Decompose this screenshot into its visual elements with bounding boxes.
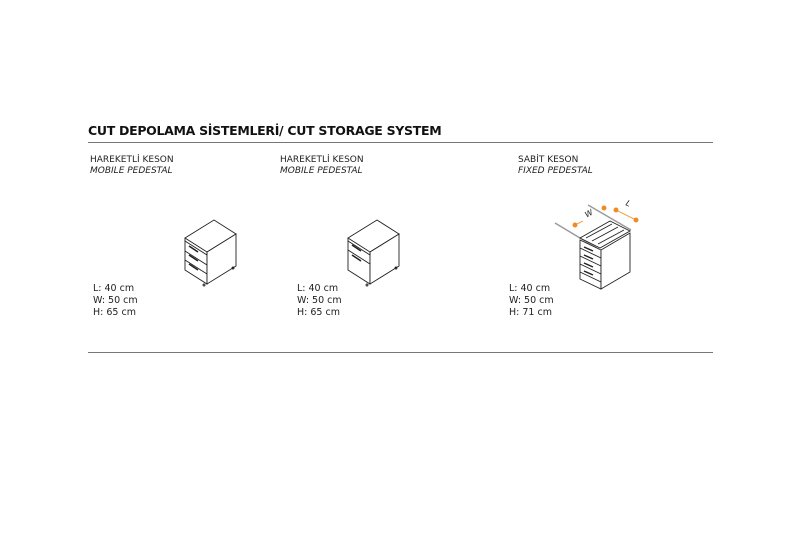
product-name-en: FIXED PEDESTAL — [518, 166, 593, 176]
product-name-en: MOBILE PEDESTAL — [280, 166, 363, 176]
dim-width: W: 50 cm — [509, 295, 554, 306]
dim-height: H: 65 cm — [297, 307, 340, 318]
mobile-pedestal-2-drawer-drawing — [347, 219, 400, 287]
mobile-pedestal-3-drawer-drawing — [184, 219, 237, 287]
dimension-markers — [572, 205, 639, 228]
product-dimensions-1: L: 40 cm W: 50 cm H: 65 cm — [93, 283, 138, 319]
dim-height: H: 65 cm — [93, 307, 136, 318]
dim-length: L: 40 cm — [509, 283, 551, 294]
fixed-pedestal-drawing — [554, 204, 639, 290]
dim-height: H: 71 cm — [509, 307, 552, 318]
product-name-1: HAREKETLİ KESON MOBILE PEDESTAL — [90, 155, 174, 177]
product-name-tr: HAREKETLİ KESON — [90, 155, 174, 165]
product-name-3: SABİT KESON FIXED PEDESTAL — [518, 155, 593, 177]
dim-width: W: 50 cm — [93, 295, 138, 306]
dim-length: L: 40 cm — [93, 283, 135, 294]
dim-width: W: 50 cm — [297, 295, 342, 306]
product-dimensions-2: L: 40 cm W: 50 cm H: 65 cm — [297, 283, 342, 319]
top-divider — [88, 142, 713, 143]
product-name-tr: HAREKETLİ KESON — [280, 155, 364, 165]
dim-length: L: 40 cm — [297, 283, 339, 294]
product-name-tr: SABİT KESON — [518, 155, 579, 165]
bottom-divider — [88, 352, 713, 353]
product-name-2: HAREKETLİ KESON MOBILE PEDESTAL — [280, 155, 364, 177]
product-name-en: MOBILE PEDESTAL — [90, 166, 173, 176]
product-dimensions-3: L: 40 cm W: 50 cm H: 71 cm — [509, 283, 554, 319]
page-title: CUT DEPOLAMA SİSTEMLERİ/ CUT STORAGE SYS… — [88, 123, 442, 138]
